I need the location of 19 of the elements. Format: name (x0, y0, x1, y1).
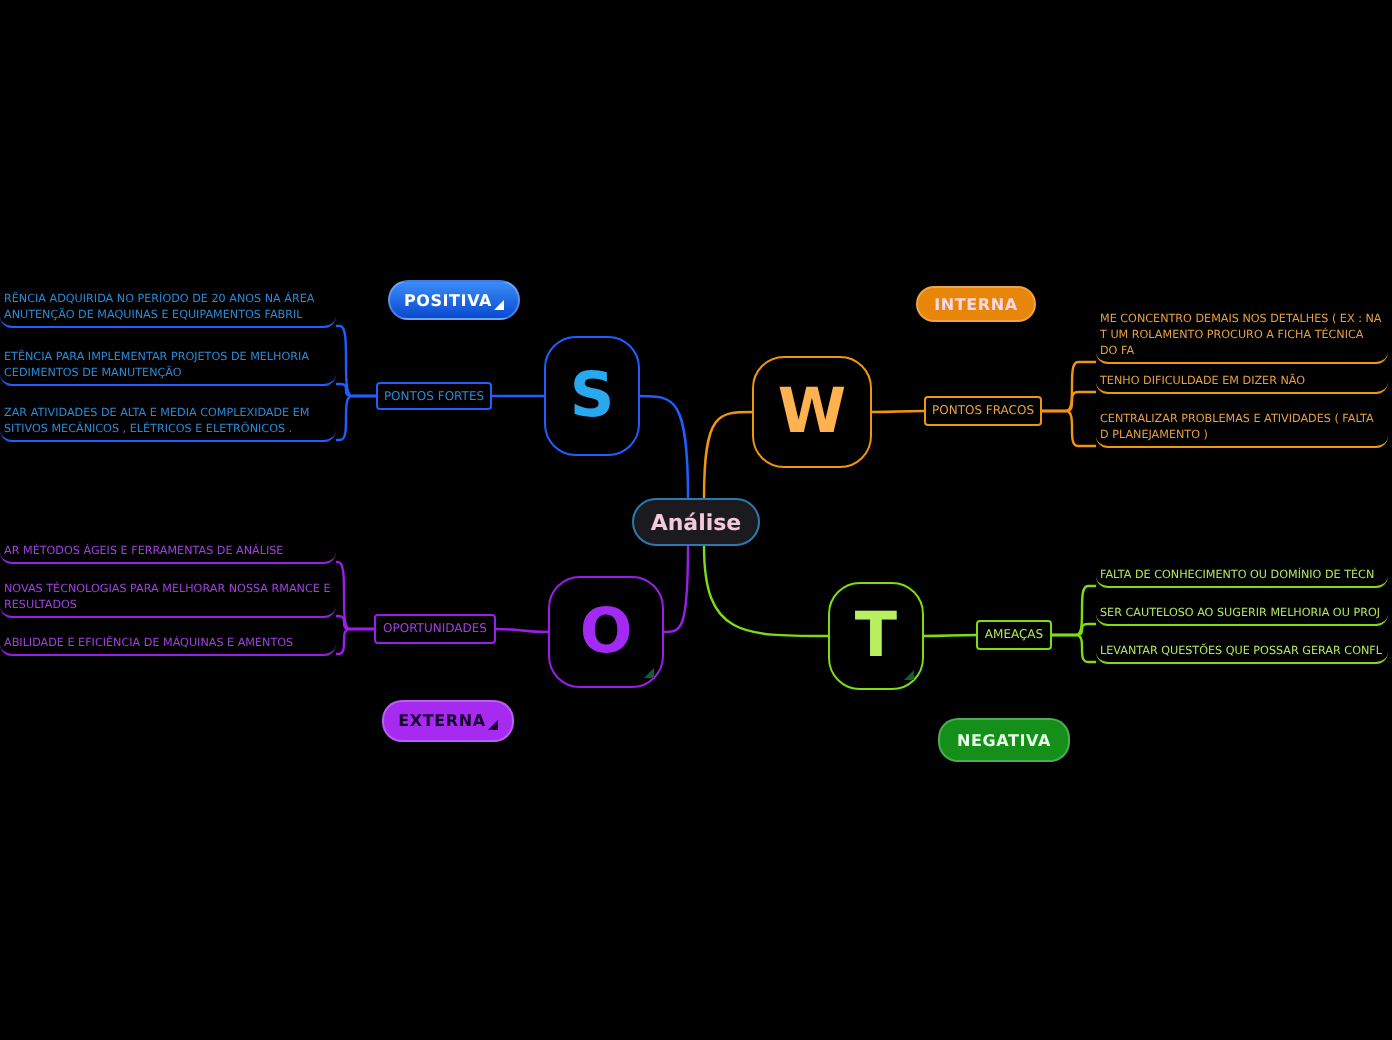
connector-line (924, 633, 976, 638)
main-topic: S (544, 336, 640, 456)
connector-line (872, 409, 924, 414)
main-topic: W (752, 356, 872, 468)
connector-line (492, 394, 544, 398)
connector-line (702, 545, 828, 638)
connector-line (1052, 633, 1096, 664)
central-topic: Análise (632, 498, 760, 546)
main-topic: O (548, 576, 664, 688)
category-pill: NEGATIVA (938, 718, 1070, 762)
connector-line (336, 394, 376, 442)
category-pill: INTERNA (916, 286, 1036, 322)
main-topic: T (828, 582, 924, 690)
connector-line (702, 410, 752, 499)
category-pill: EXTERNA (382, 700, 514, 742)
connector-line (640, 394, 690, 498)
connector-line (496, 627, 548, 634)
connector-line (335, 627, 374, 656)
category-pill: POSITIVA (388, 280, 520, 320)
